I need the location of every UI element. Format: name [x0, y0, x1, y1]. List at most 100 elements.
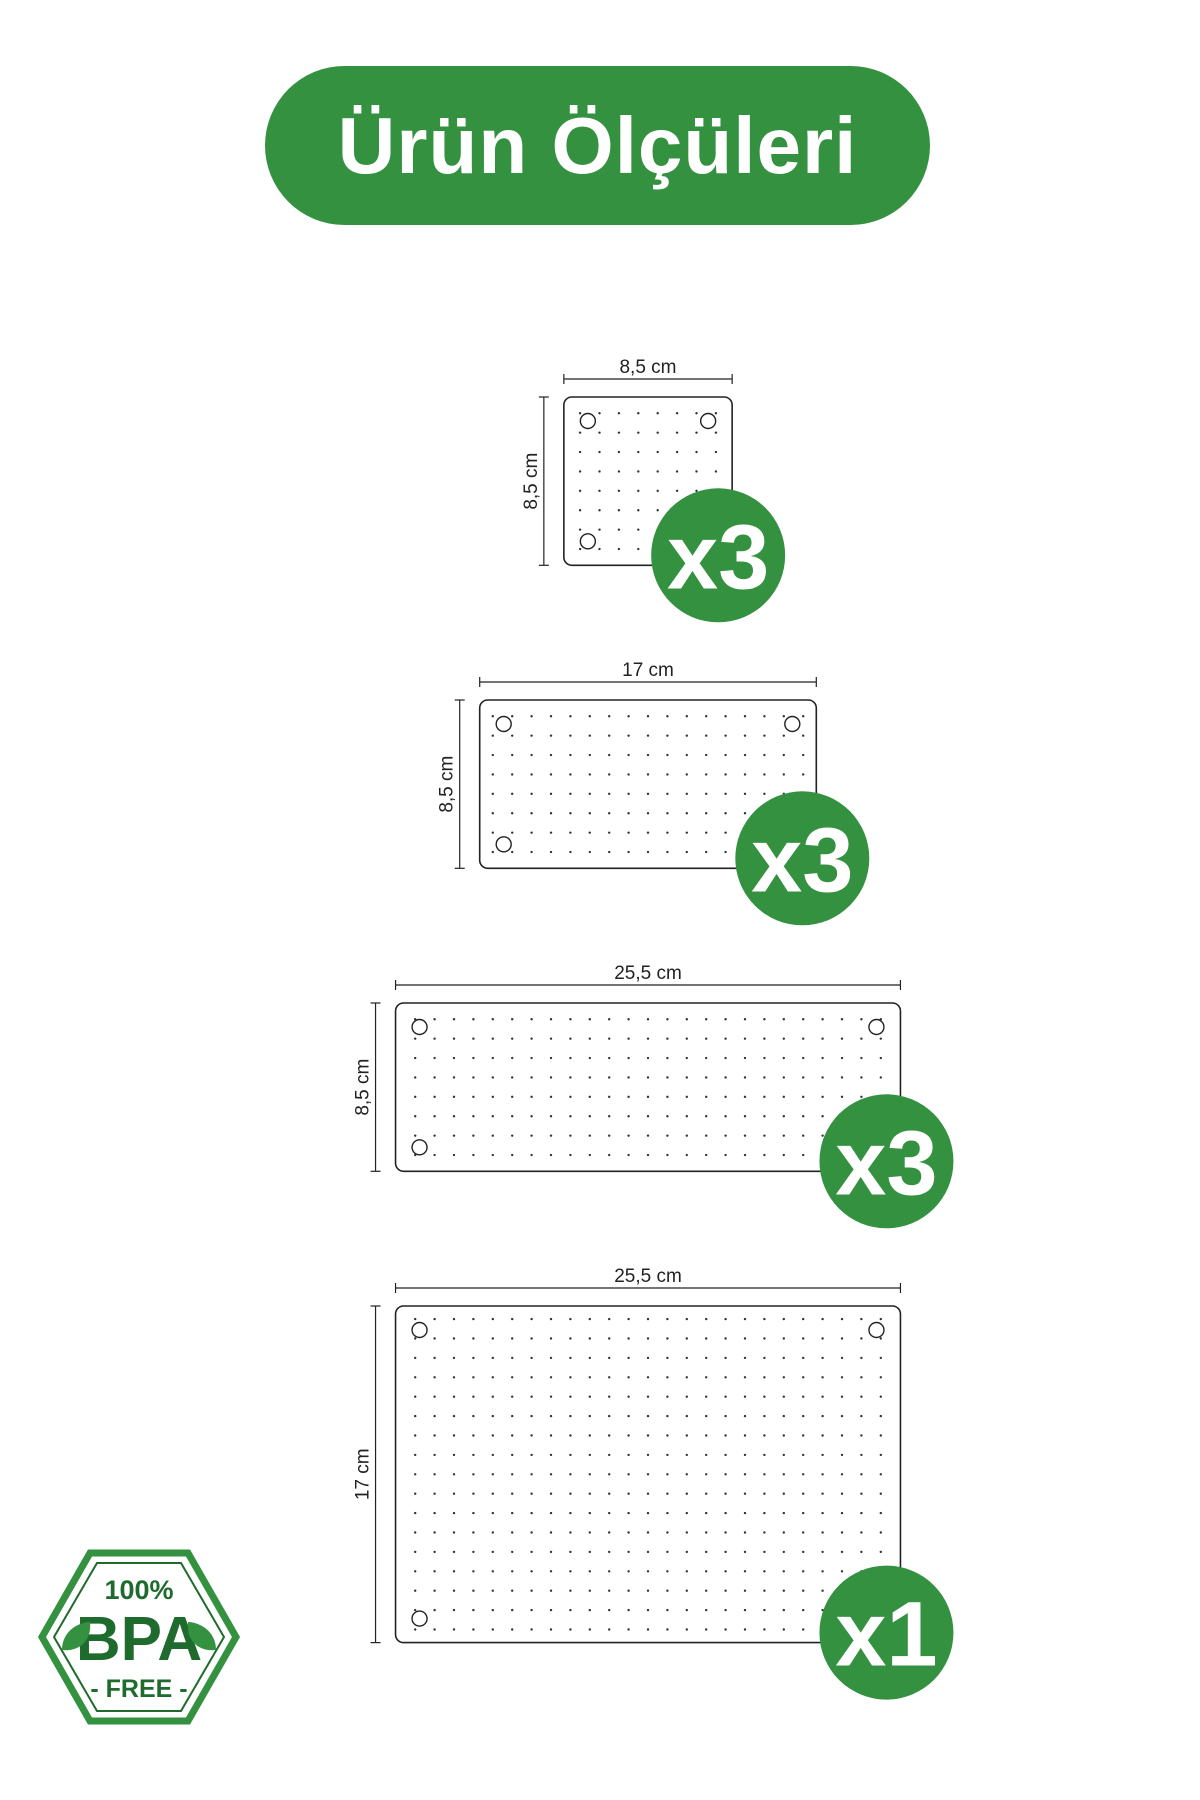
grid-dot	[608, 1628, 611, 1631]
grid-dot	[675, 412, 679, 415]
grid-dot	[530, 1531, 533, 1534]
grid-dot	[627, 1037, 630, 1040]
grid-dot	[530, 1018, 533, 1021]
grid-dot	[646, 1376, 650, 1379]
grid-dot	[549, 773, 553, 776]
grid-dot	[414, 1531, 417, 1534]
grid-dot	[666, 1356, 669, 1360]
grid-dot	[802, 1453, 805, 1457]
grid-dot	[666, 753, 669, 757]
grid-dot	[802, 1531, 805, 1534]
grid-dot	[617, 489, 621, 493]
grid-dot	[472, 1395, 475, 1398]
grid-dot	[452, 1473, 456, 1476]
grid-dot	[705, 1317, 708, 1321]
grid-dot	[608, 812, 611, 815]
grid-dot	[646, 1492, 650, 1495]
grid-dot	[821, 1095, 824, 1099]
grid-dot	[414, 1511, 417, 1515]
grid-dot	[530, 1356, 533, 1360]
grid-dot	[782, 753, 785, 757]
grid-dot	[608, 1531, 611, 1534]
grid-dot	[666, 1531, 669, 1534]
grid-dot	[530, 1628, 533, 1631]
grid-dot	[656, 509, 659, 512]
grid-dot	[433, 1531, 436, 1534]
grid-dot	[627, 1376, 630, 1379]
grid-dot	[840, 1492, 844, 1495]
grid-dot	[588, 1414, 591, 1418]
height-label: 8,5 cm	[521, 453, 542, 510]
grid-dot	[569, 792, 572, 796]
grid-dot	[530, 1037, 533, 1040]
grid-dot	[743, 792, 747, 796]
grid-dot	[646, 1076, 650, 1079]
grid-dot	[569, 1134, 572, 1137]
grid-dot	[530, 1317, 533, 1321]
grid-dot	[724, 850, 727, 854]
mounting-hole	[699, 412, 717, 430]
grid-dot	[549, 753, 553, 757]
grid-dot	[646, 831, 650, 834]
grid-dot	[705, 1076, 708, 1079]
grid-dot	[705, 1134, 708, 1137]
grid-dot	[860, 1550, 863, 1554]
grid-dot	[743, 1531, 747, 1534]
grid-dot	[860, 1317, 863, 1321]
grid-dot	[724, 1453, 727, 1457]
grid-dot	[821, 1076, 824, 1079]
grid-dot	[588, 1095, 591, 1099]
grid-dot	[802, 1337, 805, 1340]
grid-dot	[491, 1134, 494, 1137]
grid-dot	[743, 1511, 747, 1515]
grid-dot	[802, 1550, 805, 1554]
grid-dot	[433, 1037, 436, 1040]
grid-dot	[530, 1076, 533, 1079]
grid-dot	[879, 1550, 882, 1554]
grid-dot	[666, 1453, 669, 1457]
grid-dot	[472, 1414, 475, 1418]
grid-dot	[549, 1511, 553, 1515]
height-label: 8,5 cm	[437, 756, 458, 813]
grid-dot	[549, 1492, 553, 1495]
grid-dot	[724, 831, 727, 834]
grid-dot	[588, 1570, 591, 1573]
grid-dot	[724, 1153, 727, 1157]
grid-dot	[530, 1414, 533, 1418]
grid-dot	[802, 1434, 805, 1437]
grid-dot	[782, 715, 785, 718]
grid-dot	[608, 1115, 611, 1118]
grid-dot	[598, 509, 601, 512]
grid-dot	[472, 1317, 475, 1321]
grid-dot	[802, 734, 805, 737]
grid-dot	[666, 850, 669, 854]
grid-dot	[821, 1337, 824, 1340]
grid-dot	[840, 1095, 844, 1099]
grid-dot	[821, 1511, 824, 1515]
grid-dot	[705, 1056, 708, 1060]
grid-dot	[763, 1317, 766, 1321]
grid-dot	[452, 1531, 456, 1534]
grid-dot	[472, 1056, 475, 1060]
grid-dot	[608, 1453, 611, 1457]
grid-dot	[627, 773, 630, 776]
badge-free: - FREE -	[90, 1675, 187, 1703]
grid-dot	[763, 1531, 766, 1534]
grid-dot	[414, 1337, 417, 1340]
grid-dot	[598, 450, 601, 454]
grid-dot	[879, 1356, 882, 1360]
width-label: 25,5 cm	[614, 963, 682, 984]
grid-dot	[569, 1473, 572, 1476]
grid-dot	[433, 1134, 436, 1137]
grid-dot	[588, 1356, 591, 1360]
grid-dot	[782, 1608, 785, 1612]
grid-dot	[705, 1153, 708, 1157]
grid-dot	[705, 1356, 708, 1360]
grid-dot	[549, 812, 553, 815]
grid-dot	[530, 734, 533, 737]
grid-dot	[840, 1376, 844, 1379]
grid-dot	[452, 1376, 456, 1379]
grid-dot	[414, 1608, 417, 1612]
